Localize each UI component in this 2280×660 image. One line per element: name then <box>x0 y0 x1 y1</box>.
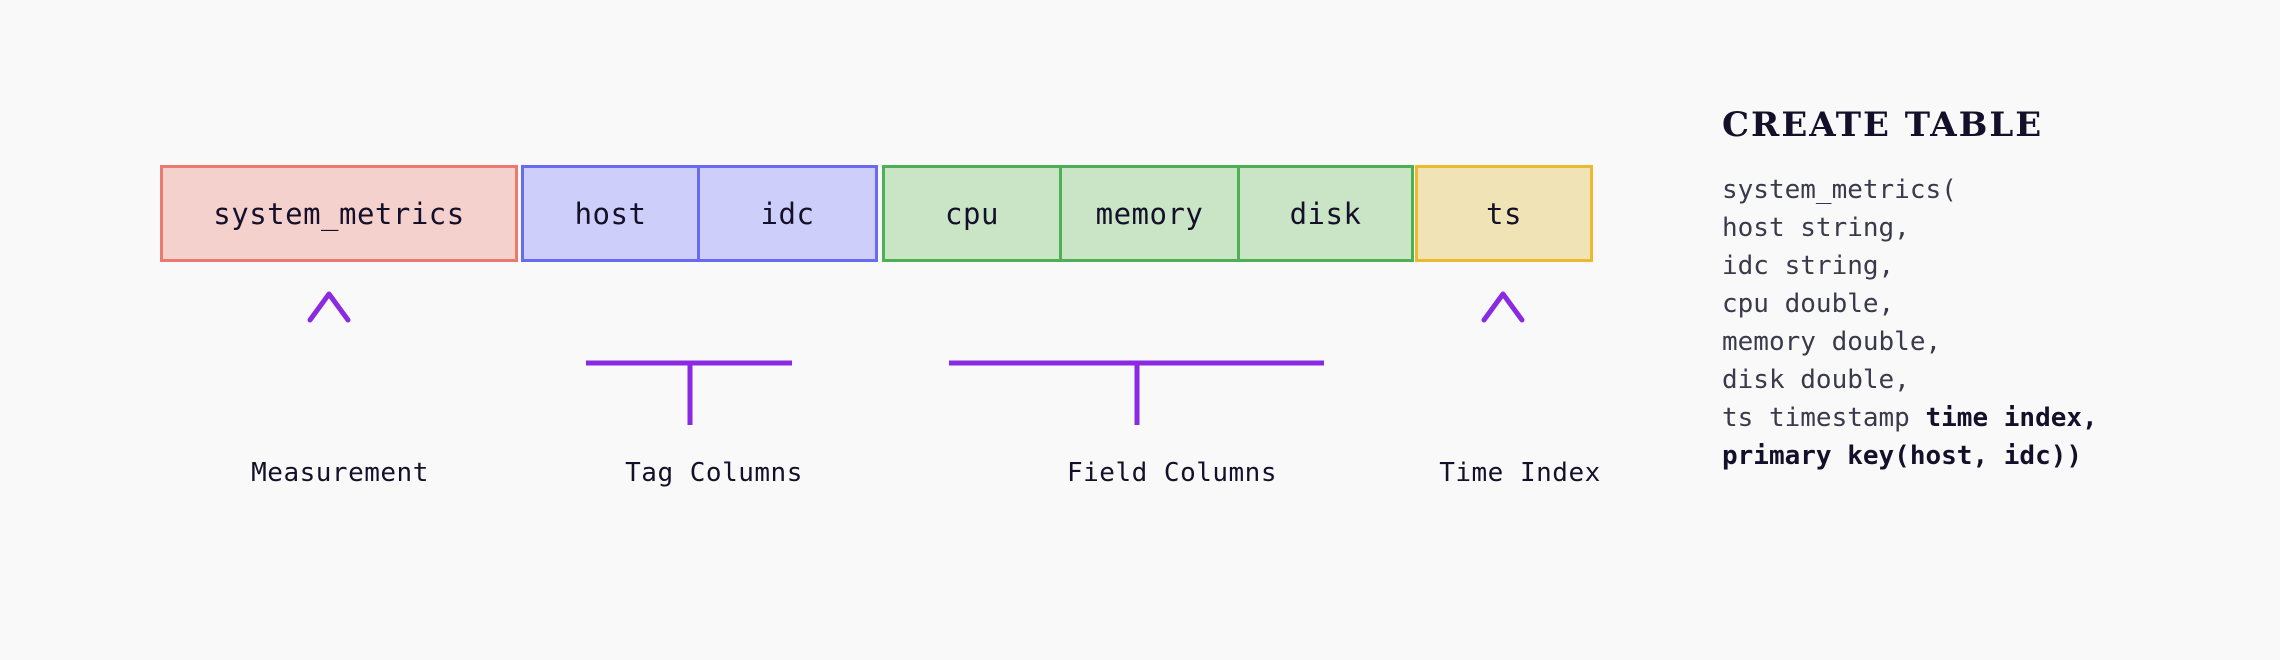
column-cell-disk: disk <box>1238 165 1414 262</box>
sql-text: cpu double, <box>1722 289 1895 319</box>
tag-columns-bracket-icon <box>585 298 793 425</box>
create-table-sql: system_metrics(host string, idc string, cp… <box>1722 171 2242 475</box>
column-label: disk <box>1289 196 1362 231</box>
sql-keyword: time index, <box>1925 403 2098 433</box>
annotation-label-field-columns: Field Columns <box>1067 458 1277 488</box>
column-label: cpu <box>945 196 999 231</box>
column-label: ts <box>1486 196 1522 231</box>
annotation-label-tag-columns: Tag Columns <box>625 458 803 488</box>
sql-line: disk double, <box>1722 361 2242 399</box>
sql-text: idc string, <box>1722 251 1895 281</box>
create-table-title: CREATE TABLE <box>1722 105 2044 145</box>
time-index-arrow-icon <box>1481 291 1525 400</box>
annotation-label-measurement: Measurement <box>251 458 429 488</box>
column-cell-host: host <box>521 165 700 262</box>
sql-line: system_metrics( <box>1722 171 2242 209</box>
sql-text: memory double, <box>1722 327 1942 357</box>
sql-text: disk double, <box>1722 365 1910 395</box>
sql-line: host string, <box>1722 209 2242 247</box>
sql-line: ts timestamp time index, <box>1722 399 2242 437</box>
field-columns-bracket-icon <box>948 298 1325 425</box>
column-cell-ts: ts <box>1415 165 1593 262</box>
column-label: memory <box>1095 196 1204 231</box>
sql-line: memory double, <box>1722 323 2242 361</box>
annotation-label-time-index: Time Index <box>1439 458 1601 488</box>
sql-text: host string, <box>1722 213 1910 243</box>
measurement-arrow-icon <box>307 291 351 400</box>
sql-text: ts timestamp <box>1722 403 1926 433</box>
sql-line: idc string, <box>1722 247 2242 285</box>
column-label: idc <box>760 196 815 231</box>
sql-text: system_metrics( <box>1722 175 1957 205</box>
sql-line: primary key(host, idc)) <box>1722 437 2242 475</box>
sql-keyword: primary key(host, idc)) <box>1722 441 2083 471</box>
column-label: host <box>574 196 647 231</box>
column-cell-system-metrics: system_metrics <box>160 165 518 262</box>
sql-line: cpu double, <box>1722 285 2242 323</box>
column-cell-memory: memory <box>1060 165 1240 262</box>
column-cell-idc: idc <box>698 165 878 262</box>
column-label: system_metrics <box>213 196 465 231</box>
create-table-panel: CREATE TABLE system_metrics(host string,… <box>1722 105 2242 475</box>
column-cell-cpu: cpu <box>882 165 1062 262</box>
